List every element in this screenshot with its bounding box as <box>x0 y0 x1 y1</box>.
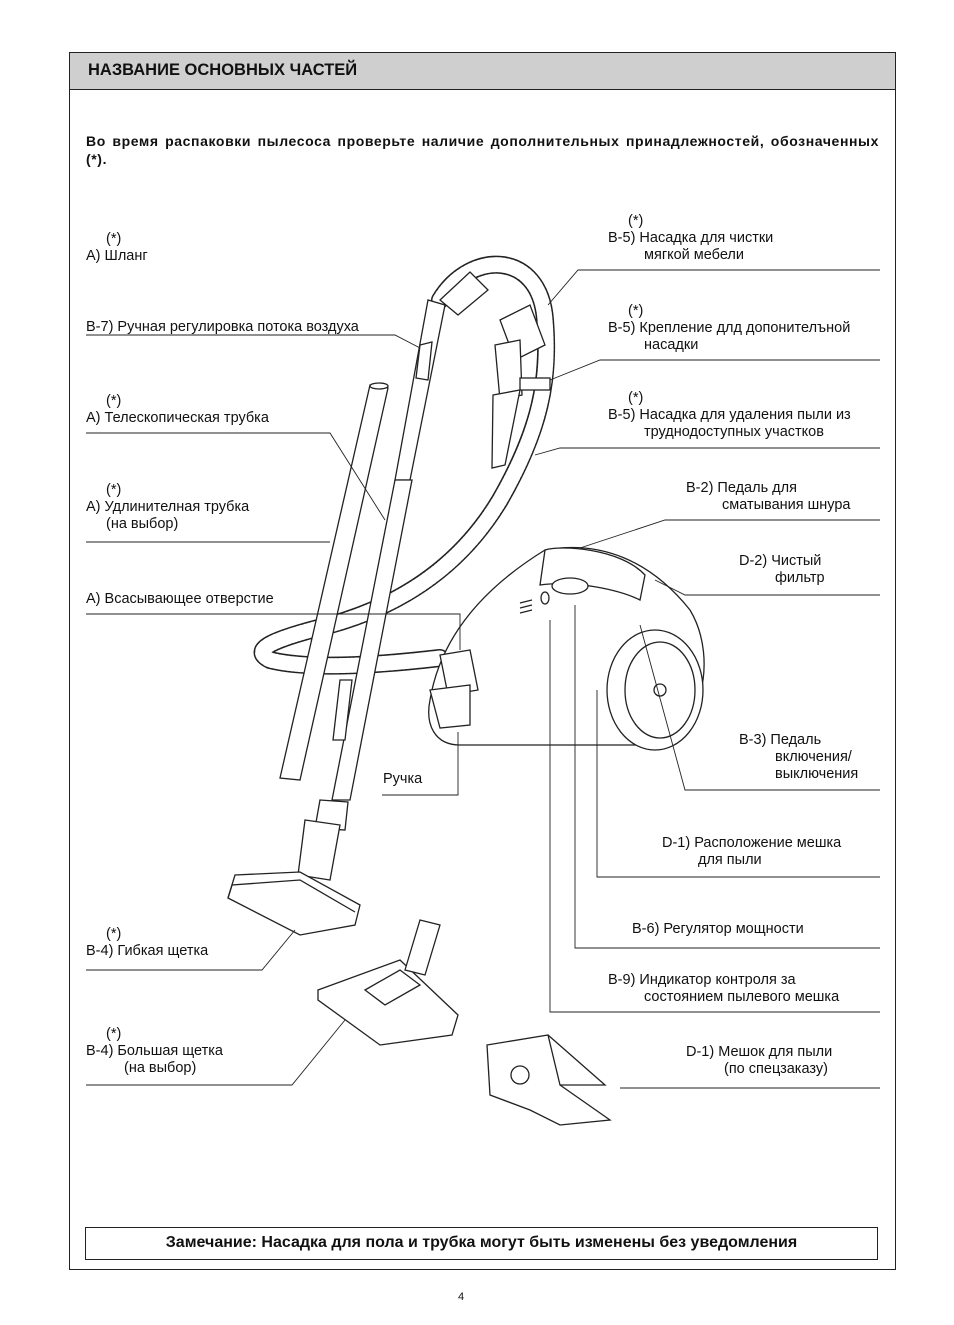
intro-text: Во время распаковки пылесоса проверьте н… <box>86 133 879 167</box>
label-crevice: (*) B-5) Насадка для удаления пыли из тр… <box>608 390 851 441</box>
label-large-brush-text: B-4) Большая щетка <box>86 1043 223 1059</box>
label-telescopic: (*) A) Телескопическая трубка <box>86 393 269 427</box>
label-power-pedal-text: B-3) Педаль <box>739 732 822 748</box>
label-handle: Ручка <box>383 771 422 788</box>
label-crevice-text: B-5) Насадка для удаления пыли из <box>608 407 851 423</box>
label-large-brush: (*) B-4) Большая щетка (на выбор) <box>86 1026 223 1077</box>
label-suction-text: A) Всасывающее отверстие <box>86 591 274 607</box>
label-flexible-brush-text: B-4) Гибкая щетка <box>86 943 209 959</box>
label-bag-indicator-text: B-9) Индикатор контроля за <box>608 972 796 988</box>
label-upholstery: (*) B-5) Насадка для чистки мягкой мебел… <box>608 213 773 264</box>
label-airflow-text: B-7) Ручная регулировка потока воздуха <box>86 319 359 335</box>
label-clean-filter-text2: фильтр <box>775 570 825 586</box>
label-hose: (*) A) Шланг <box>86 231 148 265</box>
label-attachment-holder: (*) B-5) Крепление длд допонителъной нас… <box>608 303 850 354</box>
page-number: 4 <box>458 1291 465 1303</box>
label-telescopic-text: A) Телескопическая трубка <box>86 410 269 426</box>
accessory-mark: (*) <box>628 303 644 319</box>
note-box: Замечание: Насадка для пола и трубка мог… <box>85 1227 878 1260</box>
label-large-brush-text2: (на выбор) <box>124 1060 197 1076</box>
label-attachment-holder-text: B-5) Крепление длд допонителъной <box>608 320 851 336</box>
label-power-pedal-text2: включения/ <box>775 749 852 765</box>
label-upholstery-text2: мягкой мебели <box>644 247 744 263</box>
accessory-mark: (*) <box>106 482 122 498</box>
accessory-mark: (*) <box>106 231 122 247</box>
label-flexible-brush: (*) B-4) Гибкая щетка <box>86 926 208 960</box>
label-attachment-holder-text2: насадки <box>644 337 699 353</box>
label-upholstery-text: B-5) Насадка для чистки <box>608 230 774 246</box>
label-power-pedal: B-3) Педаль включения/ выключения <box>739 732 858 783</box>
label-dust-bag-text: D-1) Мешок для пыли <box>686 1044 833 1060</box>
label-crevice-text2: труднодоступных участков <box>644 424 824 440</box>
label-power-regulator: B-6) Регулятор мощности <box>632 921 804 938</box>
label-airflow: B-7) Ручная регулировка потока воздуха <box>86 319 359 336</box>
accessory-mark: (*) <box>106 1026 122 1042</box>
label-power-pedal-text3: выключения <box>775 766 859 782</box>
label-hose-text: A) Шланг <box>86 248 148 264</box>
label-handle-text: Ручка <box>383 771 423 787</box>
accessory-mark: (*) <box>628 213 644 229</box>
accessory-mark: (*) <box>628 390 644 406</box>
label-bag-location: D-1) Расположение мешка для пыли <box>662 835 841 869</box>
label-cord-pedal-text2: сматывания шнура <box>722 497 851 513</box>
label-suction: A) Всасывающее отверстие <box>86 591 274 608</box>
label-bag-indicator-text2: состоянием пылевого мешка <box>644 989 840 1005</box>
accessory-mark: (*) <box>106 393 122 409</box>
label-dust-bag-text2: (по спецзаказу) <box>724 1061 828 1077</box>
page-frame: НАЗВАНИЕ ОСНОВНЫХ ЧАСТЕЙ <box>69 52 896 1270</box>
label-extension: (*) A) Удлинителная трубка (на выбор) <box>86 482 249 533</box>
accessory-mark: (*) <box>106 926 122 942</box>
label-dust-bag: D-1) Мешок для пыли (по спецзаказу) <box>686 1044 832 1078</box>
label-extension-text2: (на выбор) <box>106 516 179 532</box>
label-bag-location-text: D-1) Расположение мешка <box>662 835 842 851</box>
label-clean-filter-text: D-2) Чистый <box>739 553 822 569</box>
label-bag-location-text2: для пыли <box>698 852 762 868</box>
label-power-regulator-text: B-6) Регулятор мощности <box>632 921 804 937</box>
section-header: НАЗВАНИЕ ОСНОВНЫХ ЧАСТЕЙ <box>70 53 895 90</box>
label-cord-pedal-text: B-2) Педаль для <box>686 480 797 496</box>
label-bag-indicator: B-9) Индикатор контроля за состоянием пы… <box>608 972 839 1006</box>
label-clean-filter: D-2) Чистый фильтр <box>739 553 825 587</box>
label-cord-pedal: B-2) Педаль для сматывания шнура <box>686 480 850 514</box>
label-extension-text: A) Удлинителная трубка <box>86 499 250 515</box>
section-title: НАЗВАНИЕ ОСНОВНЫХ ЧАСТЕЙ <box>88 61 358 79</box>
